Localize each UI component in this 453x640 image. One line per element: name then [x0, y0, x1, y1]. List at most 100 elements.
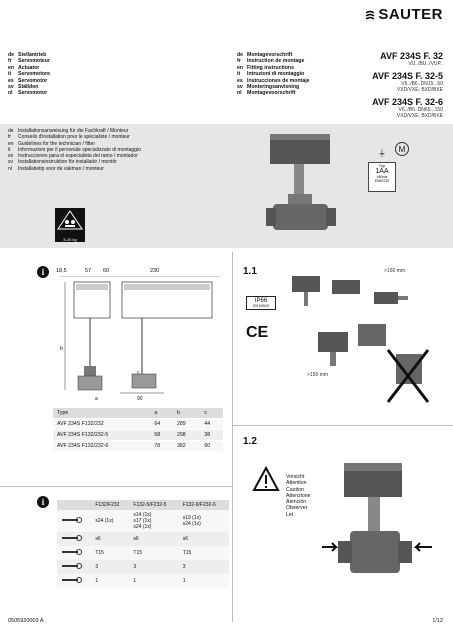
sauter-logo-icon: [365, 10, 375, 20]
model-list: AVF 234S F. 32 VU../BU../VUP.. AVF 234S …: [333, 51, 443, 119]
ground-icon: ⏚: [378, 149, 386, 158]
model-name: AVF 234S F. 32-6: [372, 97, 443, 107]
lang-text: Ställdon: [18, 84, 39, 91]
lang-text: Servomotor: [18, 77, 48, 84]
warning-word: Attenzione: [286, 492, 311, 499]
section-1-2-label: 1.2: [243, 436, 257, 447]
header-cell: F132/F232: [92, 500, 131, 510]
header-cell: b: [172, 408, 201, 419]
lang-text: Servomotore: [18, 71, 50, 78]
warning-word: Atención: [286, 499, 307, 506]
brand-logo: SAUTER: [365, 6, 443, 23]
lang-text: Informazioni per il personale specializz…: [18, 146, 141, 153]
dim-c: c: [137, 370, 140, 376]
motor-icon: M: [395, 142, 409, 156]
lang-text: Intruzioni di montaggio: [247, 71, 305, 78]
fuse-label-box: Typ 1AA 480ma EN60730: [368, 162, 396, 192]
lang-text: Stellantrieb: [18, 52, 47, 58]
warning-word: Observer: [286, 505, 308, 512]
table-cell: T15: [130, 546, 180, 560]
mounting-illustration: [322, 463, 432, 573]
dim-b: b: [60, 346, 63, 352]
hex-key-icon: [57, 532, 93, 546]
lang-text: Installatietip voor de vakman / monteur: [18, 165, 104, 172]
table-cell: s19 (1x) s24 (1x): [179, 510, 229, 532]
dim-230: 230: [150, 268, 160, 274]
table-cell: s14 (1x) s17 (1x) s24 (1x): [130, 510, 180, 532]
lang-code: fr: [8, 58, 12, 65]
lang-code: es: [8, 153, 14, 160]
pozi-icon: [57, 574, 93, 588]
lang-text: Conseils d'installation pour le spéciali…: [18, 134, 130, 141]
dim-57: 57: [85, 268, 92, 274]
lang-code: nl: [8, 165, 12, 172]
lang-text: Guidelines for the technician / fitter: [18, 140, 95, 147]
torx-icon: [57, 546, 93, 560]
lang-text: Montagevorschrift: [247, 52, 293, 58]
table-cell: s6: [130, 532, 180, 546]
lang-text: Instruction de montage: [247, 58, 305, 65]
ip-standard: EN 60529: [253, 304, 269, 308]
lang-text: Monteringsanvisning: [247, 84, 300, 91]
ip-rating-box: IP66 EN 60529: [246, 296, 276, 310]
ip-rating: IP66: [254, 298, 268, 304]
info-icon: i: [37, 266, 49, 278]
lang-code: de: [8, 128, 14, 134]
lang-text: Servomoteur: [18, 58, 50, 65]
row-divider: [0, 486, 232, 487]
table-cell: 3: [130, 560, 180, 574]
lang-text: Servomotor: [18, 90, 48, 97]
language-row: fr Servomoteur: [8, 58, 50, 64]
fuse-line1: 480ma: [376, 175, 388, 179]
header-cell: Type: [53, 408, 151, 419]
table-cell: AVF 234S F132/232-6: [53, 440, 151, 452]
fuse-value: 1AA: [375, 168, 389, 175]
lang-code: es: [237, 77, 243, 84]
table-cell: 3: [92, 560, 131, 574]
actuator-valve-illustration: [266, 134, 336, 230]
lang-code: de: [237, 52, 244, 58]
lang-text: Montagevoorschrift: [247, 90, 296, 97]
table-cell: s24 (1x): [92, 510, 131, 532]
lang-code: en: [8, 140, 14, 147]
table-cell: 58: [150, 429, 173, 441]
lang-text: Actuator: [18, 64, 40, 71]
doc-number: 0505920003 A: [8, 618, 44, 624]
section-1-1-label: 1.1: [243, 266, 257, 277]
fuse-label: Typ: [378, 163, 386, 168]
screwdriver-icon: [57, 560, 93, 574]
table-cell: 60: [200, 440, 223, 452]
lang-text: Fitting instructions: [247, 64, 294, 71]
table-cell: 298: [172, 429, 201, 441]
table-cell: 38: [200, 429, 223, 441]
table-cell: 1: [130, 574, 180, 588]
warning-icon: [252, 466, 280, 491]
ce-mark: CE: [246, 324, 269, 341]
table-cell: T15: [92, 546, 131, 560]
table-cell: 64: [150, 418, 173, 430]
brand-name: SAUTER: [378, 6, 443, 23]
lang-code: sv: [8, 159, 13, 166]
model-sub: VU../BU../VUP..: [408, 61, 443, 67]
